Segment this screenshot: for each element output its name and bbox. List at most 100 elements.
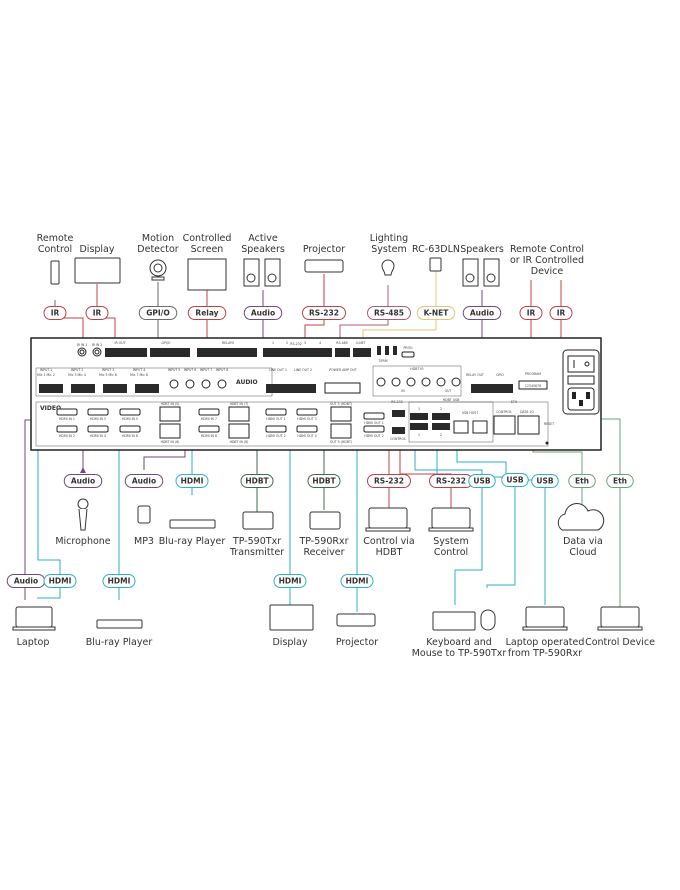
line-usb-laptop [456, 430, 546, 605]
data-via-cloud-label: Cloud [569, 547, 596, 558]
ir-in-1-jack[interactable] [77, 347, 87, 357]
hdbt-ir-in-8[interactable] [421, 377, 431, 387]
out5-hdbt-port-2[interactable] [330, 423, 352, 439]
hdmi-in-6-port[interactable] [119, 425, 141, 433]
hdbt-ir-out-5[interactable] [436, 377, 446, 387]
rs232-control-block-2[interactable] [392, 427, 405, 434]
gpio-relay-block[interactable] [471, 384, 513, 393]
hdbt-in-6-port[interactable] [159, 423, 181, 439]
knet-block[interactable] [353, 348, 371, 357]
hdbt-ir-in-6[interactable] [391, 377, 401, 387]
reset-button[interactable] [545, 441, 549, 445]
rca-input-5[interactable] [169, 379, 179, 389]
program-dip-switch[interactable] [518, 380, 548, 390]
hdbt-in-7-port[interactable] [228, 406, 250, 422]
hdmi-out-right-2-label: HDMI OUT 2 [364, 434, 383, 438]
hdmi-out-3-port[interactable] [296, 408, 318, 416]
hdmi-in-3-label: HDMI IN 3 [90, 417, 106, 421]
ir-out-block[interactable] [105, 348, 147, 357]
hdmi-out-1-port[interactable] [265, 408, 287, 416]
usb-host-1[interactable] [453, 420, 469, 434]
hdbt-ir-out-6[interactable] [451, 377, 461, 387]
hdmi-in-5-port[interactable] [119, 408, 141, 416]
rs232-block[interactable] [263, 348, 332, 357]
eth-data-port[interactable] [517, 415, 540, 435]
lighting-system-signal-pill: RS-485 [367, 306, 411, 320]
svg-text:OUT: OUT [445, 389, 452, 393]
out5-hdbt-port-1[interactable] [330, 406, 352, 422]
data-via-cloud-label: Data via [563, 536, 603, 547]
svg-text:CONTROL: CONTROL [390, 437, 406, 441]
hdbt-usb-2a[interactable] [432, 413, 450, 420]
laptop-icon [12, 606, 56, 631]
hdmi-in-2-label: HDMI IN 2 [59, 434, 75, 438]
svg-text:RS-485: RS-485 [336, 341, 347, 345]
prog-usb-port[interactable] [401, 351, 415, 358]
audio-input-1-block[interactable] [39, 384, 63, 393]
power-inlet[interactable] [567, 387, 595, 411]
rca-input-8[interactable] [217, 379, 227, 389]
svg-text:RESET: RESET [544, 422, 554, 426]
svg-text:Audio: Audio [14, 577, 38, 586]
rca-input-7[interactable] [201, 379, 211, 389]
hdbt-ir-in-5[interactable] [376, 377, 386, 387]
hdmi-out-right-2-port[interactable] [363, 425, 385, 433]
hdbt-in-5-port[interactable] [159, 406, 181, 422]
hdmi-out-2-port[interactable] [265, 425, 287, 433]
hdmi-out-right-1-port[interactable] [363, 412, 385, 420]
ir-in-ports: IR IN 1 IR IN 2 [77, 343, 102, 357]
rs232-control-block[interactable] [392, 410, 405, 417]
usb-host-2[interactable] [472, 420, 488, 434]
svg-text:Mic 3 Mic 4: Mic 3 Mic 4 [68, 373, 86, 377]
rca-input-6[interactable] [185, 379, 195, 389]
control-device-icon [597, 606, 643, 631]
gpio-block[interactable] [150, 348, 190, 357]
svg-text:IR: IR [51, 309, 60, 318]
svg-text:HDBT: HDBT [245, 477, 269, 486]
hdmi-in-2-port[interactable] [56, 425, 78, 433]
hdmi-in-7-port[interactable] [198, 408, 220, 416]
hdbt-usb-1a[interactable] [410, 413, 428, 420]
hdbt-usb-2b[interactable] [432, 423, 450, 430]
term-switch-1[interactable] [377, 346, 381, 355]
relays-block[interactable] [197, 348, 257, 357]
hdmi-out-4-port[interactable] [296, 425, 318, 433]
eth-control-port[interactable] [493, 415, 516, 435]
hdmi-in-8-port[interactable] [198, 425, 220, 433]
motion-detector-label: Motion [142, 233, 174, 244]
remote-control-label: Remote [37, 233, 74, 244]
motion-detector-icon [149, 259, 167, 281]
hdbt-ir-in-7[interactable] [406, 377, 416, 387]
rs232-terminal: 1 2 RS-232 3 4 [263, 341, 332, 357]
svg-text:RS-232: RS-232 [374, 477, 404, 486]
svg-text:INPUT 5: INPUT 5 [168, 368, 181, 372]
ir-in-2-jack[interactable] [92, 347, 102, 357]
svg-text:RS-485: RS-485 [374, 309, 404, 318]
rc-63dln-icon [429, 257, 442, 272]
svg-text:RS-232: RS-232 [290, 342, 301, 346]
svg-text:INPUT 2: INPUT 2 [71, 368, 84, 372]
laptop-hdbt-icon [365, 507, 411, 532]
term-switch-2[interactable] [385, 346, 389, 355]
audio-input-4-block[interactable] [135, 384, 159, 393]
microphone-label: Microphone [55, 536, 110, 547]
svg-text:1: 1 [418, 407, 420, 411]
hdbt-usb-1b[interactable] [410, 423, 428, 430]
hdbt-in-8-port[interactable] [228, 423, 250, 439]
power-amp-block[interactable] [324, 382, 361, 394]
line-out-block[interactable] [266, 384, 316, 393]
power-switch[interactable] [567, 355, 595, 373]
hdmi-in-1-port[interactable] [56, 408, 78, 416]
hdmi-in-4-port[interactable] [87, 425, 109, 433]
bluray-bottom-hdmi-pill: HDMI [102, 574, 136, 588]
term-switch-3[interactable] [393, 346, 397, 355]
audio-input-2-block[interactable] [71, 384, 95, 393]
projector-bottom-label: Projector [336, 637, 378, 648]
line-rs232-system [399, 430, 452, 508]
control-via-hdbt-signal-pill: RS-232 [367, 474, 411, 488]
audio-input-3-block[interactable] [103, 384, 127, 393]
hdmi-in-3-port[interactable] [87, 408, 109, 416]
rs485-block[interactable] [335, 348, 350, 357]
